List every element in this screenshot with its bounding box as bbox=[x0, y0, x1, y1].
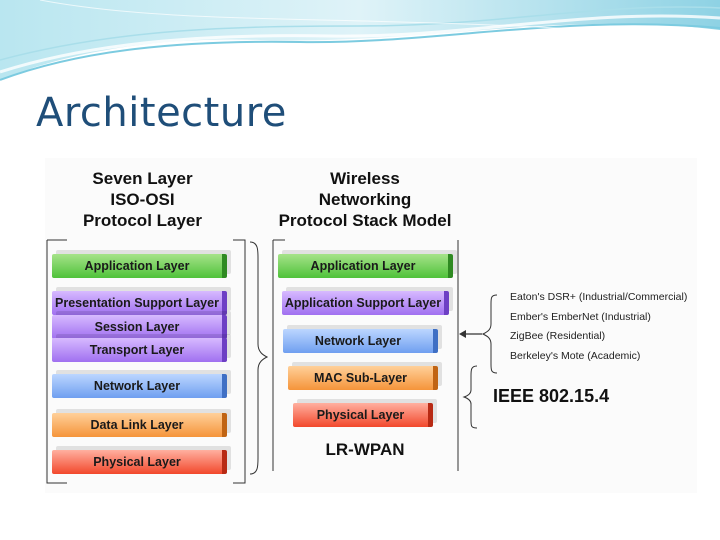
osi-column-heading: Seven Layer ISO-OSI Protocol Layer bbox=[65, 168, 220, 231]
bracket-lines bbox=[46, 239, 498, 484]
osi-session-layer: Session Layer bbox=[52, 315, 227, 339]
osi-heading-line: Seven Layer bbox=[92, 169, 193, 188]
implementation-item: Ember's EmberNet (Industrial) bbox=[510, 310, 651, 323]
osi-heading-line: ISO-OSI bbox=[110, 190, 175, 209]
osi-network-layer: Network Layer bbox=[52, 374, 227, 398]
ieee-standard-label: IEEE 802.15.4 bbox=[493, 386, 610, 406]
wpan-physical-layer: Physical Layer bbox=[293, 403, 433, 427]
wireless-heading-line: Wireless bbox=[330, 169, 400, 188]
osi-heading-line: Protocol Layer bbox=[82, 211, 203, 230]
implementation-item: ZigBee (Residential) bbox=[510, 330, 606, 342]
wpan-mac-sublayer: MAC Sub-Layer bbox=[288, 366, 438, 390]
wpan-network-layer: Network Layer bbox=[283, 329, 438, 353]
implementation-item: Berkeley's Mote (Academic) bbox=[510, 349, 641, 362]
protocol-stack-figure: Seven Layer ISO-OSI Protocol Layer Wirel… bbox=[45, 158, 697, 493]
osi-physical-layer: Physical Layer bbox=[52, 450, 227, 474]
wpan-application-support-layer: Application Support Layer bbox=[282, 291, 449, 315]
wireless-column-heading: Wireless Networking Protocol Stack Model bbox=[270, 168, 460, 231]
osi-application-layer: Application Layer bbox=[52, 254, 227, 278]
header-wave-banner bbox=[0, 0, 720, 81]
osi-transport-layer: Transport Layer bbox=[52, 338, 227, 362]
wireless-heading-line: Networking bbox=[318, 190, 412, 209]
osi-data-link-layer: Data Link Layer bbox=[52, 413, 227, 437]
slide-title: Architecture bbox=[36, 90, 287, 136]
osi-presentation-layer: Presentation Support Layer bbox=[52, 291, 227, 315]
lr-wpan-label: LR-WPAN bbox=[325, 440, 405, 459]
wireless-heading-line: Protocol Stack Model bbox=[278, 211, 452, 230]
implementations-list: Eaton's DSR+ (Industrial/Commercial) Emb… bbox=[510, 288, 687, 366]
implementation-item: Eaton's DSR+ (Industrial/Commercial) bbox=[510, 291, 688, 303]
wpan-application-layer: Application Layer bbox=[278, 254, 453, 278]
